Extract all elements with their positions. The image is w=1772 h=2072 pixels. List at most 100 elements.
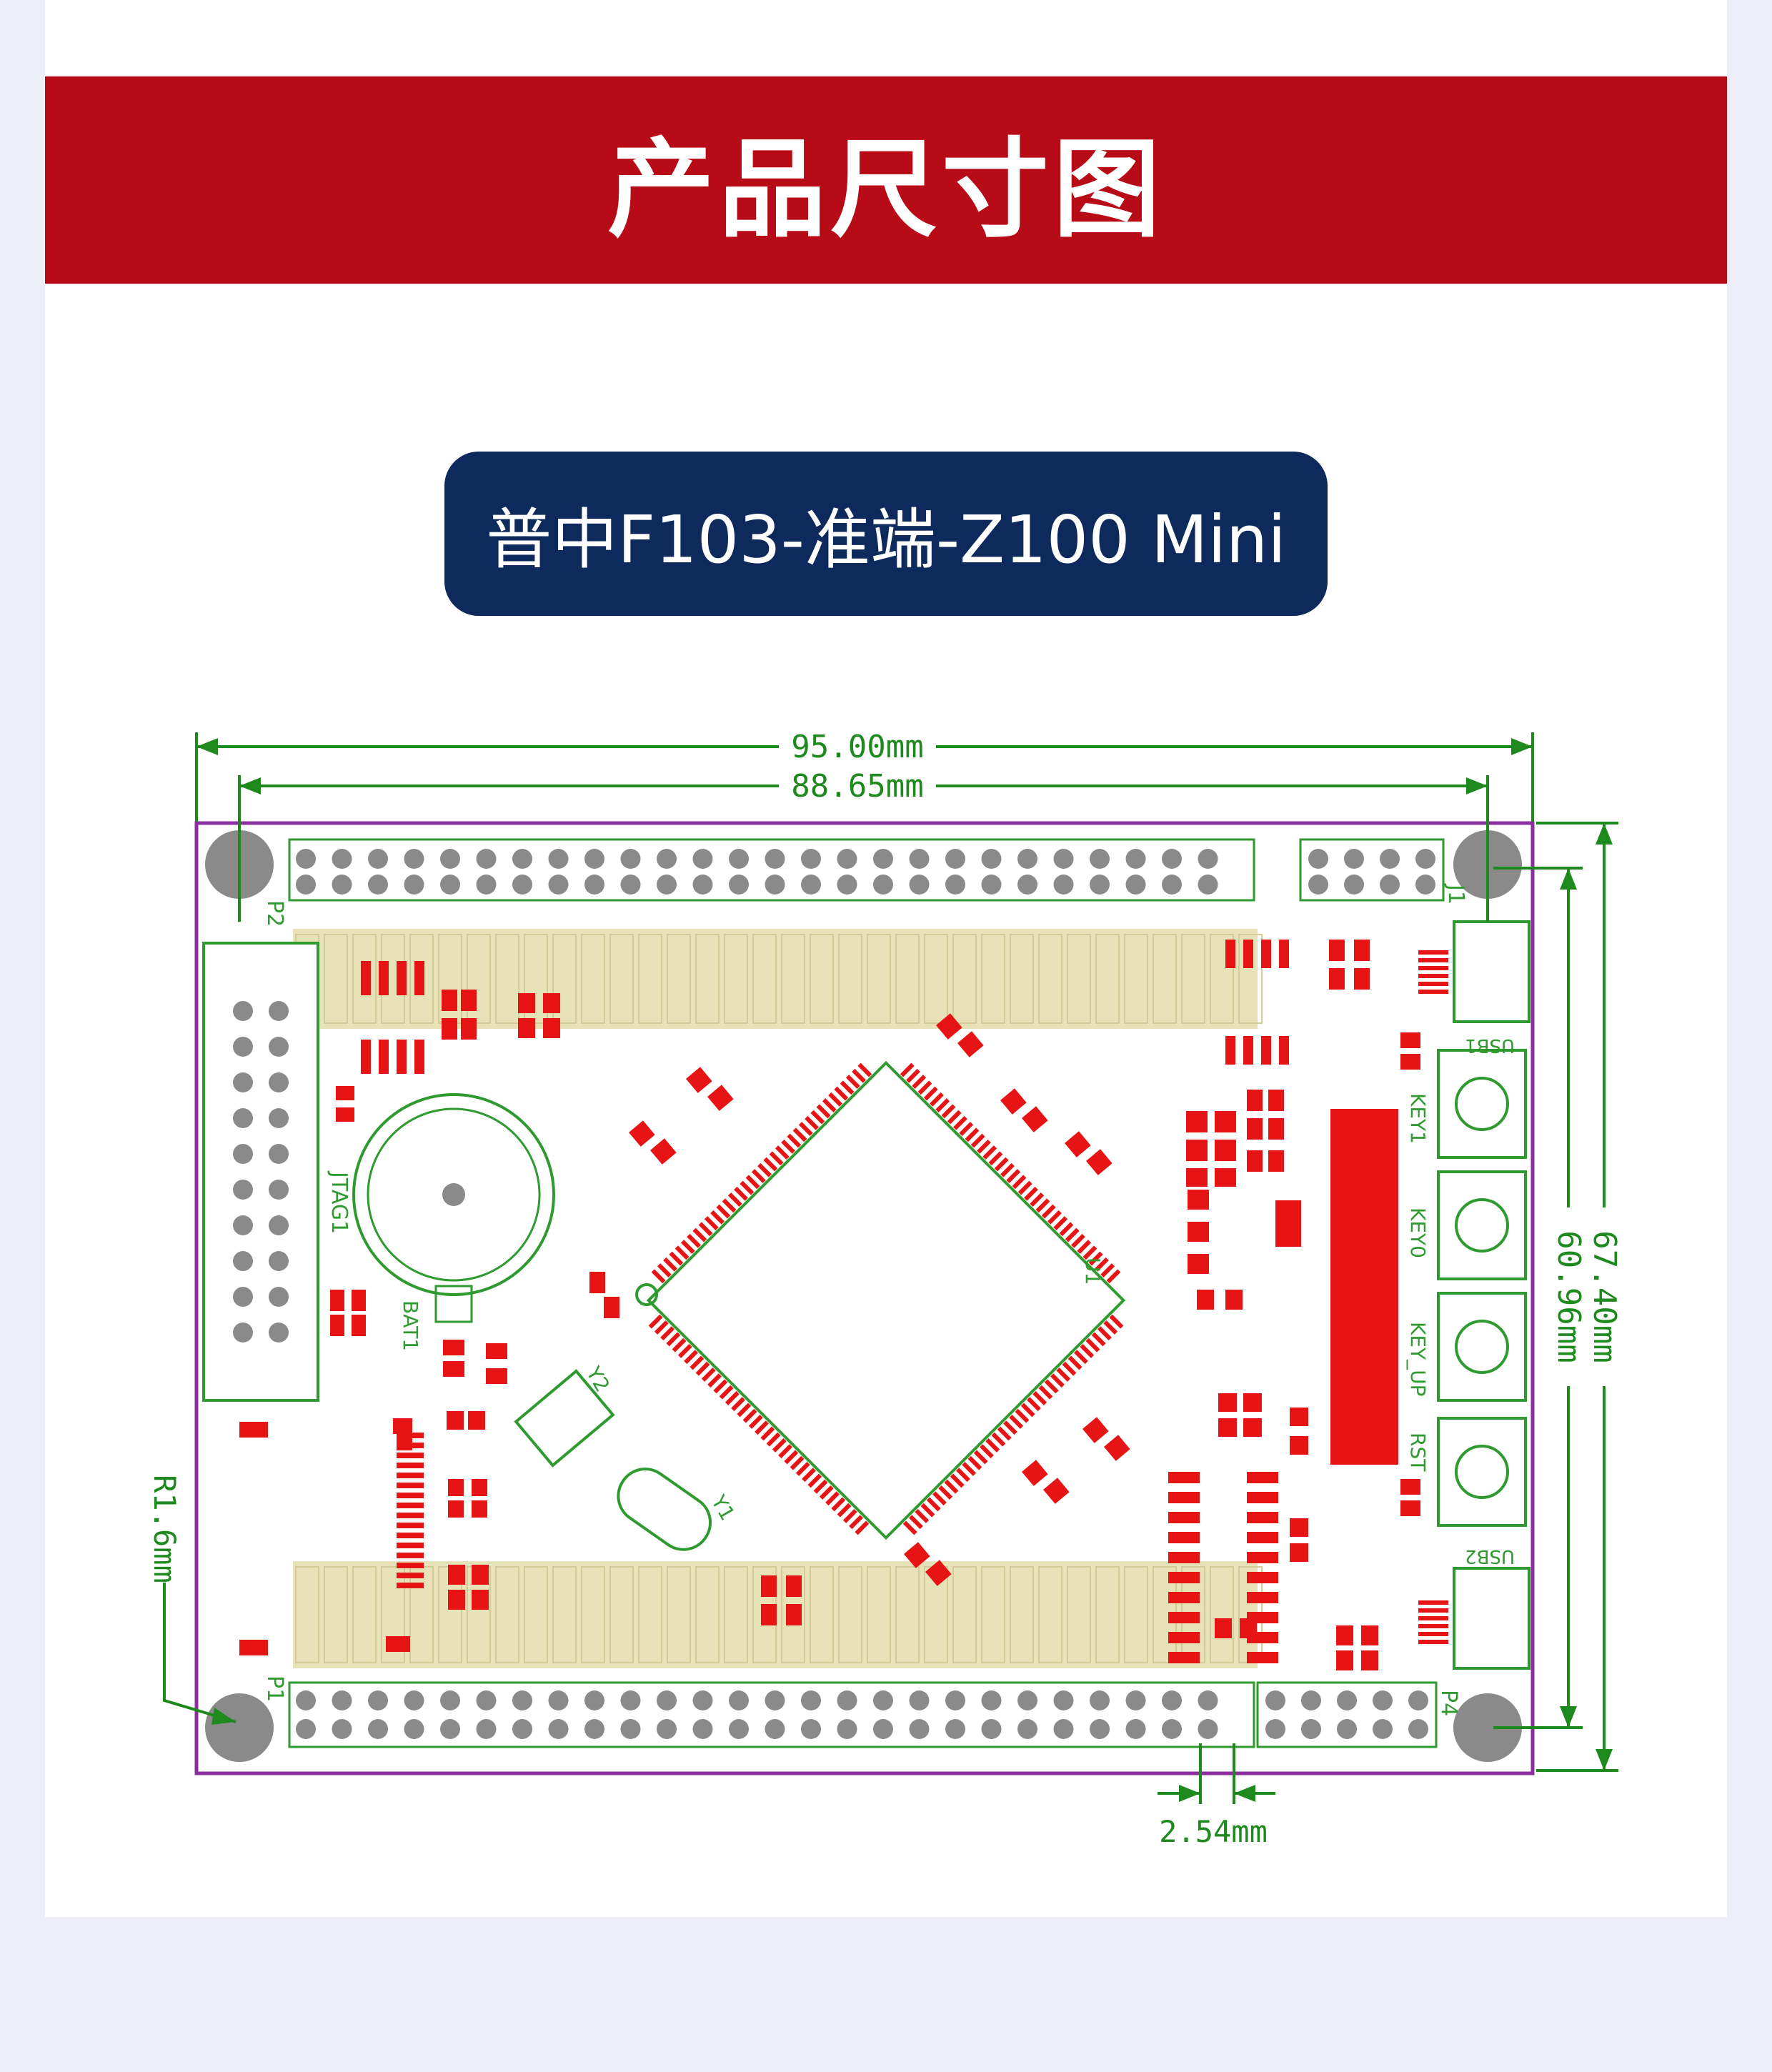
header-pin <box>476 1690 497 1710</box>
mcu-pad <box>751 1169 766 1183</box>
smd-pad <box>1218 1393 1237 1412</box>
header-pin <box>981 849 1002 869</box>
header-pin <box>548 849 569 869</box>
header-pin <box>1337 1719 1357 1739</box>
smd-pad <box>1215 1168 1236 1187</box>
smd-pad <box>442 1018 457 1040</box>
header-pin <box>1125 1690 1146 1710</box>
mcu-pad <box>769 1151 784 1166</box>
smd-pad <box>1247 1612 1278 1623</box>
mcu-pad <box>1035 1198 1050 1213</box>
mcu-pad <box>695 1361 710 1376</box>
header-pin <box>1090 875 1110 895</box>
header-pin <box>476 849 497 869</box>
silkscreen-cell <box>638 1566 662 1663</box>
smd-pad <box>397 1463 424 1468</box>
smd-pad <box>1247 1652 1278 1663</box>
silkscreen-cell <box>552 1566 577 1663</box>
header-pin <box>476 1719 497 1739</box>
smd-pad <box>443 1340 464 1355</box>
header-pin <box>873 875 893 895</box>
mcu-pad <box>731 1397 745 1412</box>
mcu-pad <box>772 1438 787 1453</box>
smd-pad <box>649 1138 677 1165</box>
silkscreen-cell <box>1067 1566 1091 1663</box>
header-pin <box>945 849 965 869</box>
smd-pad <box>1247 1090 1263 1111</box>
mcu-pad <box>722 1198 737 1213</box>
header-pin <box>837 849 857 869</box>
mcu-pad <box>977 1139 991 1154</box>
header-pin <box>404 849 424 869</box>
jtag-pin <box>233 1144 253 1164</box>
header-pin <box>981 1690 1002 1710</box>
header-pin <box>945 1690 965 1710</box>
mcu-pad <box>1109 1314 1124 1329</box>
mcu-pad <box>930 1092 944 1107</box>
smd-pad <box>786 1575 802 1597</box>
mcu-pad <box>1080 1344 1095 1358</box>
mcu-pad <box>991 1432 1006 1447</box>
header-pin <box>801 849 821 869</box>
mcu-pad <box>1103 1320 1118 1335</box>
smd-pad <box>518 1018 535 1038</box>
header-pin <box>332 875 352 895</box>
silkscreen-bottom-cells <box>295 1566 1263 1663</box>
mcu-pad <box>672 1338 687 1353</box>
mcu-pad <box>1106 1269 1121 1284</box>
arrow <box>239 777 261 795</box>
jtag-pin <box>269 1072 289 1092</box>
smd-pad <box>397 1573 424 1578</box>
mcu-pad <box>813 1479 828 1494</box>
smd-pad <box>1329 968 1345 990</box>
header-pin <box>945 875 965 895</box>
smd-pad <box>1243 1036 1253 1065</box>
smd-pad <box>486 1343 507 1359</box>
smd-pad <box>1022 1106 1048 1132</box>
header-pin <box>620 849 641 869</box>
jtag-pin <box>233 1287 253 1307</box>
header-pin <box>476 875 497 895</box>
smd-pad <box>1400 1500 1420 1516</box>
key1-label: KEY1 <box>1406 1093 1430 1144</box>
silkscreen-cell <box>1238 934 1263 1024</box>
smd-pad <box>786 1604 802 1625</box>
header-pin <box>1017 1719 1037 1739</box>
jtag-pin <box>233 1108 253 1128</box>
mcu-pad <box>1030 1192 1045 1207</box>
header-pin <box>729 1719 749 1739</box>
silkscreen-cell <box>581 934 605 1024</box>
mcu-pad <box>965 1127 980 1142</box>
silkscreen-cell <box>810 1566 834 1663</box>
mcu-pad <box>748 1415 763 1429</box>
header-pin <box>1162 1690 1182 1710</box>
smd-pad <box>1225 940 1235 968</box>
mcu-pad <box>900 1062 915 1077</box>
usb-contact <box>1418 974 1448 978</box>
arrow <box>1596 823 1613 845</box>
smd-pad <box>1290 1408 1308 1426</box>
jtag-pin <box>233 1072 253 1092</box>
header-pin <box>692 849 713 869</box>
mcu-body <box>646 1060 1126 1540</box>
model-name: 普中F103-准端-Z100 Mini <box>486 501 1286 578</box>
header-pin <box>765 1719 785 1739</box>
header-pin <box>729 875 749 895</box>
mcu-pad <box>677 1344 692 1358</box>
smd-pad <box>1268 1150 1284 1172</box>
mcu-pad <box>973 1450 988 1465</box>
usb2-connector <box>1453 1567 1530 1670</box>
mcu-pad <box>852 1068 866 1083</box>
silkscreen-cell <box>695 1566 720 1663</box>
jtag-pins <box>233 1001 289 1343</box>
dimension-lines <box>163 732 1618 1804</box>
header-pin <box>440 849 460 869</box>
header-pin <box>692 1690 713 1710</box>
header-pin <box>512 1690 532 1710</box>
smd-pad <box>1104 1435 1130 1461</box>
smd-pad <box>1168 1632 1200 1643</box>
smd-pad <box>1186 1140 1208 1161</box>
mcu-pad <box>982 1145 997 1160</box>
smd-pad <box>397 1553 424 1558</box>
